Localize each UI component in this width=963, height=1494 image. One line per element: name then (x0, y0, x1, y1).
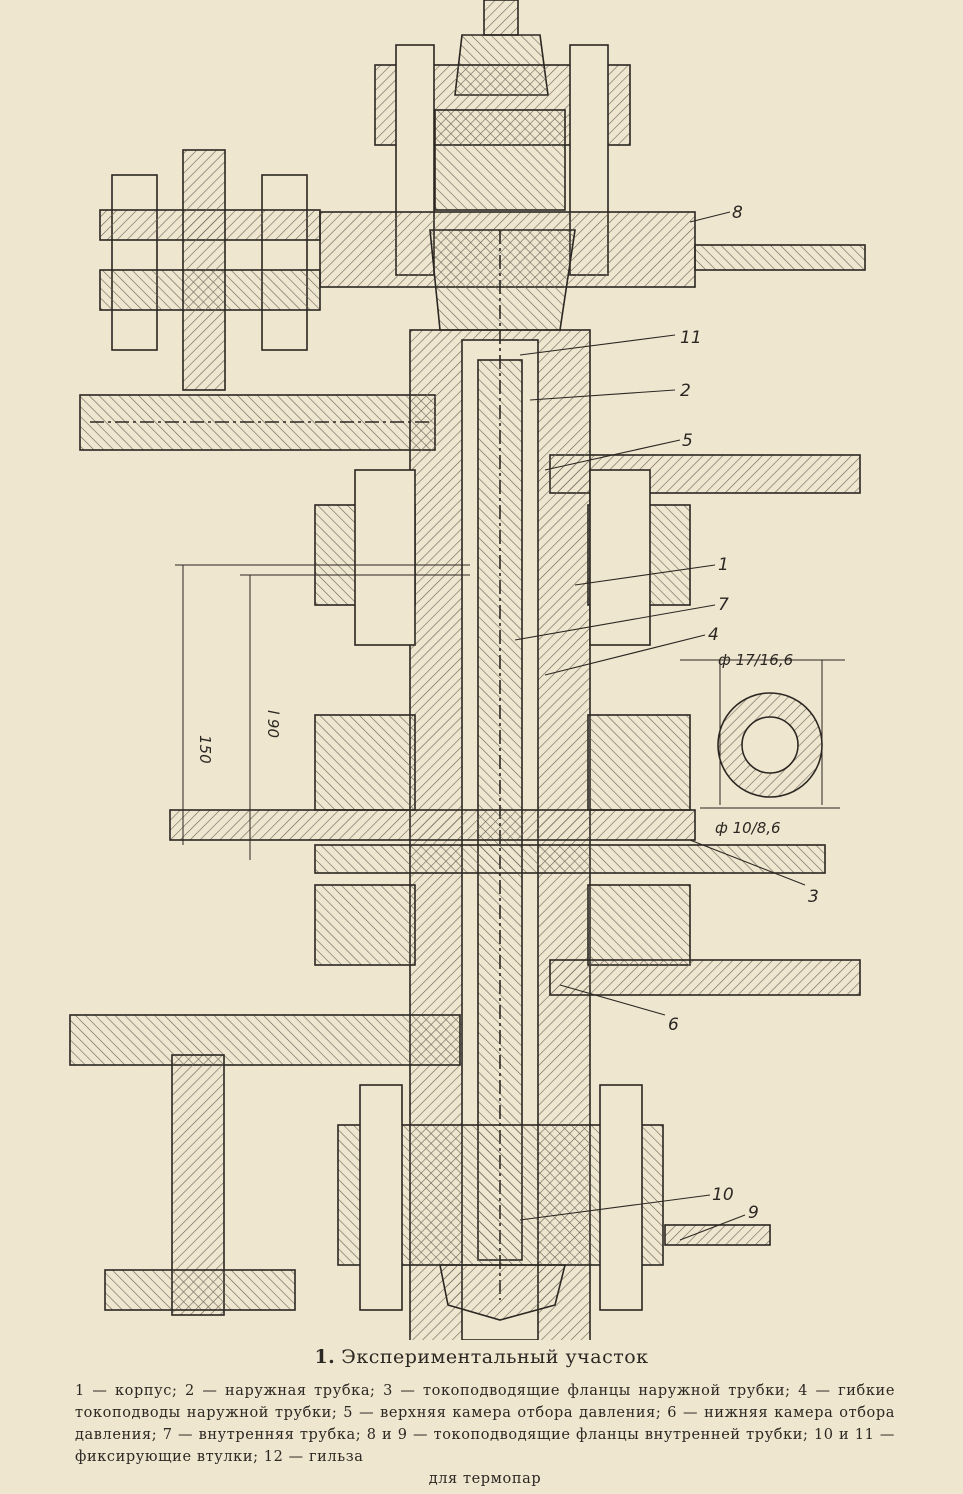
lower-pressure-port (549, 959, 861, 996)
legend-text-last: для термопар (428, 1471, 542, 1487)
figure-number: 1. (314, 1346, 336, 1368)
experimental-section-drawing: 8 11 2 5 1 7 4 3 6 10 9 150 l 90 ф 17/16… (69, 0, 866, 1340)
dimension-150: 150 (196, 735, 214, 764)
legend-text: 1 — корпус; 2 — наружная трубка; 3 — ток… (75, 1383, 895, 1465)
label-3: 3 (808, 887, 819, 907)
flange-3-upper (169, 809, 696, 841)
label-2: 2 (680, 381, 691, 401)
top-fitting (483, 0, 519, 36)
label-5: 5 (682, 431, 693, 451)
dimension-inner-tube: ф 10/8,6 (715, 819, 781, 837)
label-10: 10 (712, 1185, 734, 1205)
dimension-l90: l 90 (264, 710, 282, 738)
figure-title: Экспериментальный участок (341, 1346, 649, 1368)
label-1: 1 (718, 555, 729, 575)
label-9: 9 (748, 1203, 759, 1223)
figure-legend: 1 — корпус; 2 — наружная трубка; 3 — ток… (75, 1380, 895, 1490)
flange-3-lower (314, 844, 826, 874)
figure-caption-title: 1.Экспериментальный участок (0, 1346, 963, 1368)
dimension-outer-tube: ф 17/16,6 (718, 651, 793, 669)
label-4: 4 (708, 625, 719, 645)
label-6: 6 (668, 1015, 679, 1035)
label-7: 7 (718, 595, 729, 615)
left-outlet-pipe (69, 1014, 461, 1066)
label-8: 8 (732, 203, 743, 223)
label-11: 11 (680, 328, 702, 348)
